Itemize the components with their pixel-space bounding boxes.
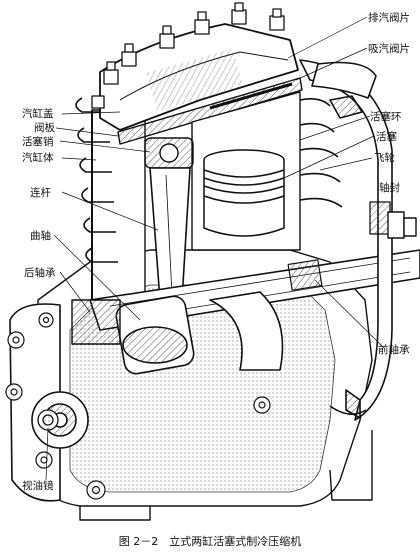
leader-lines [45, 16, 386, 481]
base-bolts [5, 312, 271, 500]
label-piston-pin: 活塞销 [22, 135, 54, 148]
cooling-fins-right [299, 98, 343, 208]
label-exhaust-valve: 排汽阀片 [368, 11, 410, 24]
label-crankshaft: 曲轴 [30, 229, 51, 242]
label-flywheel: 飞轮 [374, 151, 395, 164]
labels: 排汽阀片 吸汽阀片 汽缸盖 阀板 活塞销 汽缸体 活塞环 活塞 飞轮 连杆 轴封… [22, 11, 410, 492]
rear-cover [9, 303, 89, 502]
label-rear-bearing: 后轴承 [24, 266, 56, 279]
label-connecting-rod: 连杆 [30, 186, 51, 199]
head-bolts [91, 2, 285, 109]
rear-bearing-drawing [71, 299, 121, 345]
shaft-seal-drawing [369, 201, 391, 235]
label-cylinder-cover: 汽缸盖 [22, 107, 54, 120]
label-suction-valve: 吸汽阀片 [368, 42, 410, 55]
figure-caption: 图 2－2 立式两缸活塞式制冷压缩机 [119, 534, 302, 548]
label-sight-glass: 视油镜 [22, 479, 54, 492]
piston [203, 149, 285, 237]
label-piston: 活塞 [376, 130, 397, 143]
base-foot [79, 506, 151, 521]
sight-glass-drawing [37, 409, 59, 431]
label-valve-plate: 阀板 [34, 121, 55, 134]
label-front-bearing: 前轴承 [378, 343, 410, 356]
label-shaft-seal: 轴封 [379, 181, 400, 194]
crankshaft-drawing [89, 249, 420, 375]
front-bearing-drawing [287, 259, 323, 291]
label-cylinder-block: 汽缸体 [22, 151, 54, 164]
compressor-drawing [5, 2, 420, 521]
label-piston-ring: 活塞环 [370, 110, 402, 123]
